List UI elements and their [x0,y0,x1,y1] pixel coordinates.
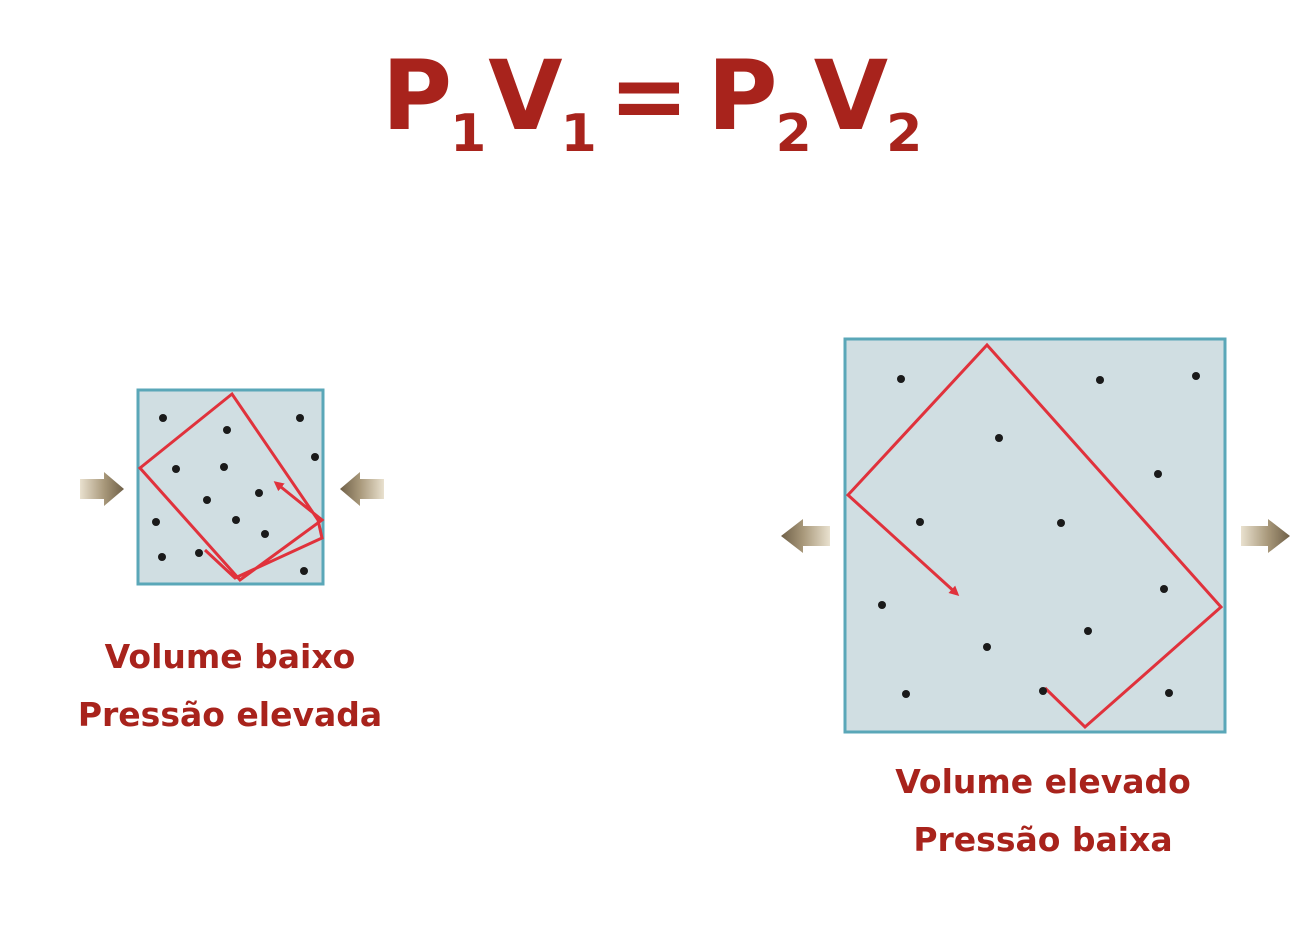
large-particles [878,372,1200,698]
particle [1084,627,1092,635]
formula-v1-subscript: 1 [560,104,597,164]
formula-equals: = [608,40,690,152]
particle [296,414,304,422]
particle [158,553,166,561]
boyle-law-formula: P1V1=P2V2 [0,40,1306,160]
left-expand-arrow-icon [781,519,830,553]
caption-volume-high: Volume elevado [895,762,1191,801]
particle [1096,376,1104,384]
particle [897,375,905,383]
formula-v1: V [488,40,563,152]
particle [220,463,228,471]
particle [311,453,319,461]
particle [172,465,180,473]
particle [995,434,1003,442]
small-box [136,388,325,586]
left-push-arrow-icon [80,472,124,506]
caption-volume-low: Volume baixo [104,637,356,676]
caption-pressure-low: Pressão baixa [913,820,1173,859]
particle [261,530,269,538]
particle [223,426,231,434]
formula-v2-subscript: 2 [886,104,923,164]
particle [902,690,910,698]
right-push-arrow-icon [340,472,384,506]
particle [1154,470,1162,478]
small-container [136,388,325,586]
formula-v2: V [813,40,889,152]
high-volume-caption: Volume elevado Pressão baixa [843,753,1243,869]
formula-p2-subscript: 2 [775,104,812,164]
large-box [843,337,1227,734]
small-particles [152,414,319,575]
formula-p1: P [381,40,453,152]
particle [300,567,308,575]
formula-p2: P [707,40,778,152]
caption-pressure-high: Pressão elevada [77,695,383,734]
large-container [843,337,1227,734]
particle [1160,585,1168,593]
large-molecule-path [845,342,1224,730]
particle [195,549,203,557]
formula-p1-subscript: 1 [450,104,487,164]
particle [1039,687,1047,695]
particle [232,516,240,524]
particle [1192,372,1200,380]
particle [1057,519,1065,527]
particle [1165,689,1173,697]
particle [916,518,924,526]
particle [159,414,167,422]
low-volume-caption: Volume baixo Pressão elevada [40,628,420,744]
particle [983,643,991,651]
particle [152,518,160,526]
particle [255,489,263,497]
right-expand-arrow-icon [1241,519,1290,553]
particle [878,601,886,609]
small-molecule-path [137,391,325,583]
particle [203,496,211,504]
